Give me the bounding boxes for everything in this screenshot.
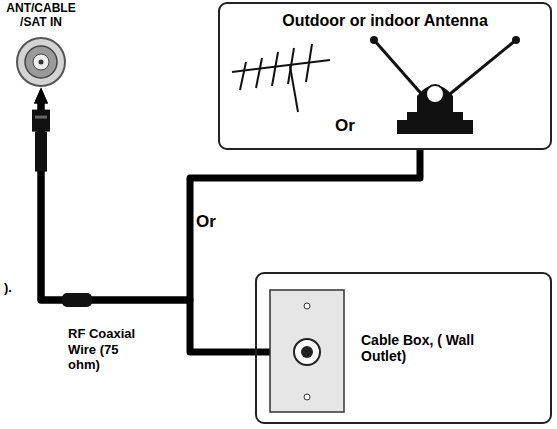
box-title: Outdoor or indoor Antenna bbox=[220, 12, 550, 30]
box-title: Cable Box, ( Wall Outlet) bbox=[361, 332, 501, 364]
cable-splitter bbox=[62, 293, 92, 307]
coax-cable bbox=[41, 100, 420, 300]
note-label: ). bbox=[4, 280, 24, 296]
note-label: Or bbox=[335, 116, 375, 136]
yagi-antenna bbox=[232, 44, 330, 112]
coax-cable bbox=[41, 100, 255, 352]
cable-label: RF Coaxial Wire (75 ohm) bbox=[68, 326, 150, 373]
wall-plate bbox=[255, 290, 344, 412]
coax-plug bbox=[32, 110, 50, 172]
input-jack: ANT/CABLE /SAT IN bbox=[4, 2, 78, 88]
port-label: ANT/CABLE /SAT IN bbox=[4, 2, 78, 30]
source-box: Outdoor or indoor Antenna bbox=[218, 2, 552, 150]
note-label: Or bbox=[196, 212, 236, 232]
jack-icon bbox=[15, 36, 67, 88]
rabbit-ear-antenna bbox=[370, 36, 520, 134]
source-box: Cable Box, ( Wall Outlet) bbox=[255, 272, 552, 424]
